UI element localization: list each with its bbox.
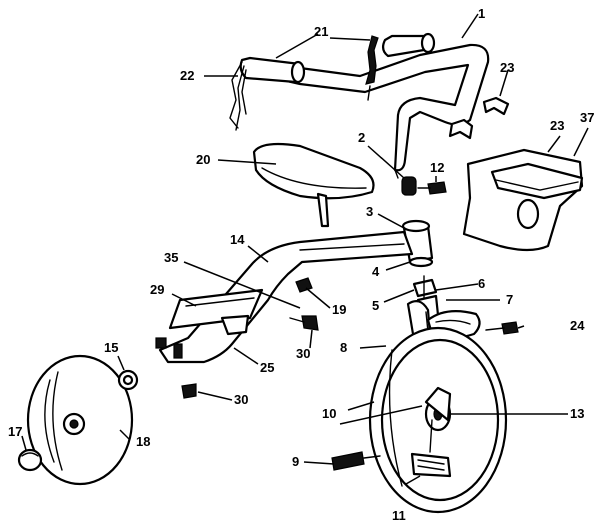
callout-22: 22: [180, 68, 194, 83]
seat: [252, 142, 375, 228]
clamp-nut: [401, 176, 417, 196]
callout-9: 9: [292, 454, 299, 469]
fork-nut: [412, 275, 438, 301]
hub-cap: [17, 448, 43, 472]
callout-14: 14: [230, 232, 245, 247]
callout-23-fender: 23: [550, 118, 564, 133]
callout-17: 17: [8, 424, 22, 439]
callout-7: 7: [506, 292, 513, 307]
rear-wheel: [26, 354, 134, 486]
fender-bolt: [485, 321, 519, 335]
callout-35: 35: [164, 250, 178, 265]
callout-25: 25: [260, 360, 274, 375]
callout-10: 10: [322, 406, 336, 421]
callout-20: 20: [196, 152, 210, 167]
frame: [155, 230, 414, 364]
clip-lower: [448, 118, 474, 140]
frame-bolt-30-lower: [181, 383, 197, 399]
handlebar-grip-right: [381, 32, 436, 58]
callout-30-upper: 30: [296, 346, 310, 361]
callout-2: 2: [358, 130, 365, 145]
frame-bolt-30-upper: [289, 315, 319, 331]
callout-18: 18: [136, 434, 150, 449]
frame-bolt-19: [295, 277, 313, 293]
callout-19: 19: [332, 302, 346, 317]
callout-3: 3: [366, 204, 373, 219]
rear-step-fender: [462, 148, 584, 252]
callout-4: 4: [372, 264, 380, 279]
pedal: [410, 419, 452, 478]
rear-washer: [117, 369, 139, 391]
callout-12: 12: [430, 160, 444, 175]
front-hub: [424, 386, 452, 432]
callout-30-lower: 30: [234, 392, 248, 407]
axle-bolt: [331, 451, 381, 471]
callout-23-clip: 23: [500, 60, 514, 75]
callout-1: 1: [478, 6, 485, 21]
callout-6: 6: [478, 276, 485, 291]
callout-8: 8: [340, 340, 347, 355]
handlebar-grip-left: [239, 56, 306, 84]
clamp-bolt: [417, 181, 447, 195]
callout-11: 11: [392, 508, 406, 523]
callout-13: 13: [570, 406, 584, 421]
leader-lines: [21, 13, 589, 485]
callout-37: 37: [580, 110, 594, 125]
callout-15: 15: [104, 340, 118, 355]
streamer-right: [365, 35, 379, 101]
callout-24: 24: [570, 318, 585, 333]
clip-upper: [482, 96, 510, 116]
callout-21: 21: [314, 24, 328, 39]
streamer-left: [229, 61, 247, 131]
callout-labels: 1 21 22 23 2 12 20 23 37 3 14 35 4 6 29 …: [8, 6, 594, 523]
callout-29: 29: [150, 282, 164, 297]
head-tube: [401, 219, 434, 268]
callout-5: 5: [372, 298, 379, 313]
